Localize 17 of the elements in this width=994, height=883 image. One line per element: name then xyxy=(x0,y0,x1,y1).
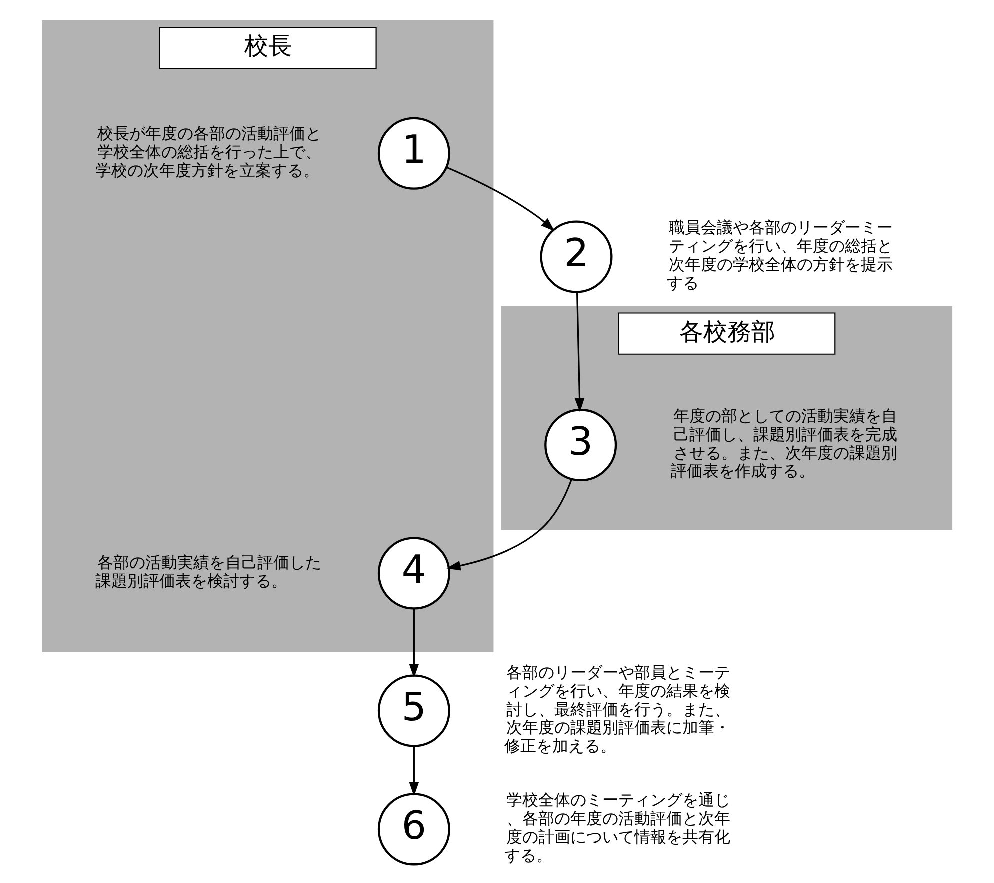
node-label: 校長が年度の各部の活動評価と学校全体の総括を行った上で、学校の次年度方針を立案する。 xyxy=(94,124,322,180)
node-label: 学校全体のミーティングを通じ、各部の年度の活動評価と次年度の計画について情報を共有化する。 xyxy=(504,790,730,865)
arrow xyxy=(446,479,572,571)
arrow xyxy=(408,608,419,678)
node-circle: 2 xyxy=(540,220,612,294)
arrow xyxy=(408,746,419,796)
node-circle: 3 xyxy=(544,409,617,482)
node-circle: 1 xyxy=(377,117,450,190)
node-label: 職員会議や各部のリーダーミーティングを行い、年度の総括と次年度の学校全体の方針を提示する xyxy=(666,218,893,292)
node-label: 各部のリーダーや部員とミーティングを行い、年度の結果を検討し、最終評価を行う。また、次年度の課題別評価表に加筆・修正を加える。 xyxy=(504,662,730,756)
node-label: 各部の活動実績を自己評価した課題別評価表を検討する。 xyxy=(94,553,322,591)
node-label: 年度の部としての活動実績を自己評価し、課題別評価表を完成させる。また、次年度の課題別評価表を作成する。 xyxy=(670,406,897,481)
node-circle: 6 xyxy=(377,793,450,866)
node-circle: 4 xyxy=(377,537,450,610)
node-circle: 5 xyxy=(377,674,450,748)
arrow xyxy=(446,166,554,232)
arrow xyxy=(574,292,584,412)
